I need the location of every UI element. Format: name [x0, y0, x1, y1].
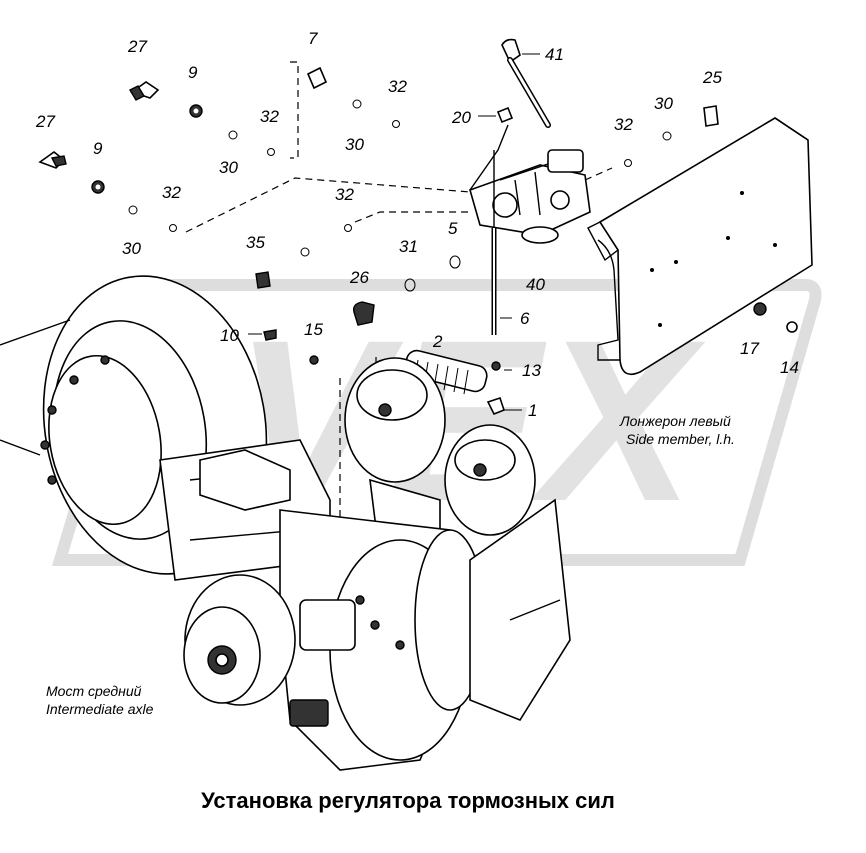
intermediate-axle	[0, 275, 571, 771]
callout-5: 5	[448, 219, 458, 238]
captions: Лонжерон левый Side member, l.h. Мост ср…	[46, 413, 735, 717]
brake-force-regulator	[469, 149, 591, 244]
page-title: Установка регулятора тормозных сил	[201, 788, 615, 813]
callout-30c: 30	[219, 158, 238, 177]
callout-31: 31	[399, 237, 418, 256]
callout-15: 15	[304, 320, 323, 339]
axle-caption-ru: Мост средний	[46, 683, 142, 699]
callout-9a: 9	[188, 63, 198, 82]
callout-40: 40	[526, 275, 545, 294]
callout-35: 35	[246, 233, 265, 252]
callout-6: 6	[520, 309, 530, 328]
side-member-caption-ru: Лонжерон левый	[619, 413, 731, 429]
callout-32d: 32	[162, 183, 181, 202]
leader-lines	[248, 53, 540, 411]
axle-caption-en: Intermediate axle	[46, 701, 154, 717]
fittings	[38, 66, 798, 416]
callout-20: 20	[451, 108, 471, 127]
callout-7: 7	[308, 29, 318, 48]
callout-17: 17	[740, 339, 759, 358]
callout-32c: 32	[614, 115, 633, 134]
callout-27b: 27	[35, 112, 55, 131]
callout-10: 10	[220, 326, 239, 345]
callout-9b: 9	[93, 139, 103, 158]
callout-30b: 30	[345, 135, 364, 154]
callout-32e: 32	[335, 185, 354, 204]
lever-rod	[501, 38, 551, 128]
callout-27a: 27	[127, 37, 147, 56]
callout-13: 13	[522, 361, 541, 380]
callout-32b: 32	[260, 107, 279, 126]
callout-numbers: 27 9 7 41 32 20 30 25 27 9 32 30 32 30 3…	[35, 29, 799, 420]
callout-25: 25	[702, 68, 722, 87]
side-member-rail	[587, 117, 813, 376]
callout-2: 2	[432, 332, 443, 351]
callout-26: 26	[349, 268, 369, 287]
side-member-caption-en: Side member, l.h.	[626, 431, 735, 447]
callout-1: 1	[528, 401, 537, 420]
callout-30a: 30	[654, 94, 673, 113]
callout-41: 41	[545, 45, 564, 64]
callout-14: 14	[780, 358, 799, 377]
callout-30d: 30	[122, 239, 141, 258]
callout-32a: 32	[388, 77, 407, 96]
